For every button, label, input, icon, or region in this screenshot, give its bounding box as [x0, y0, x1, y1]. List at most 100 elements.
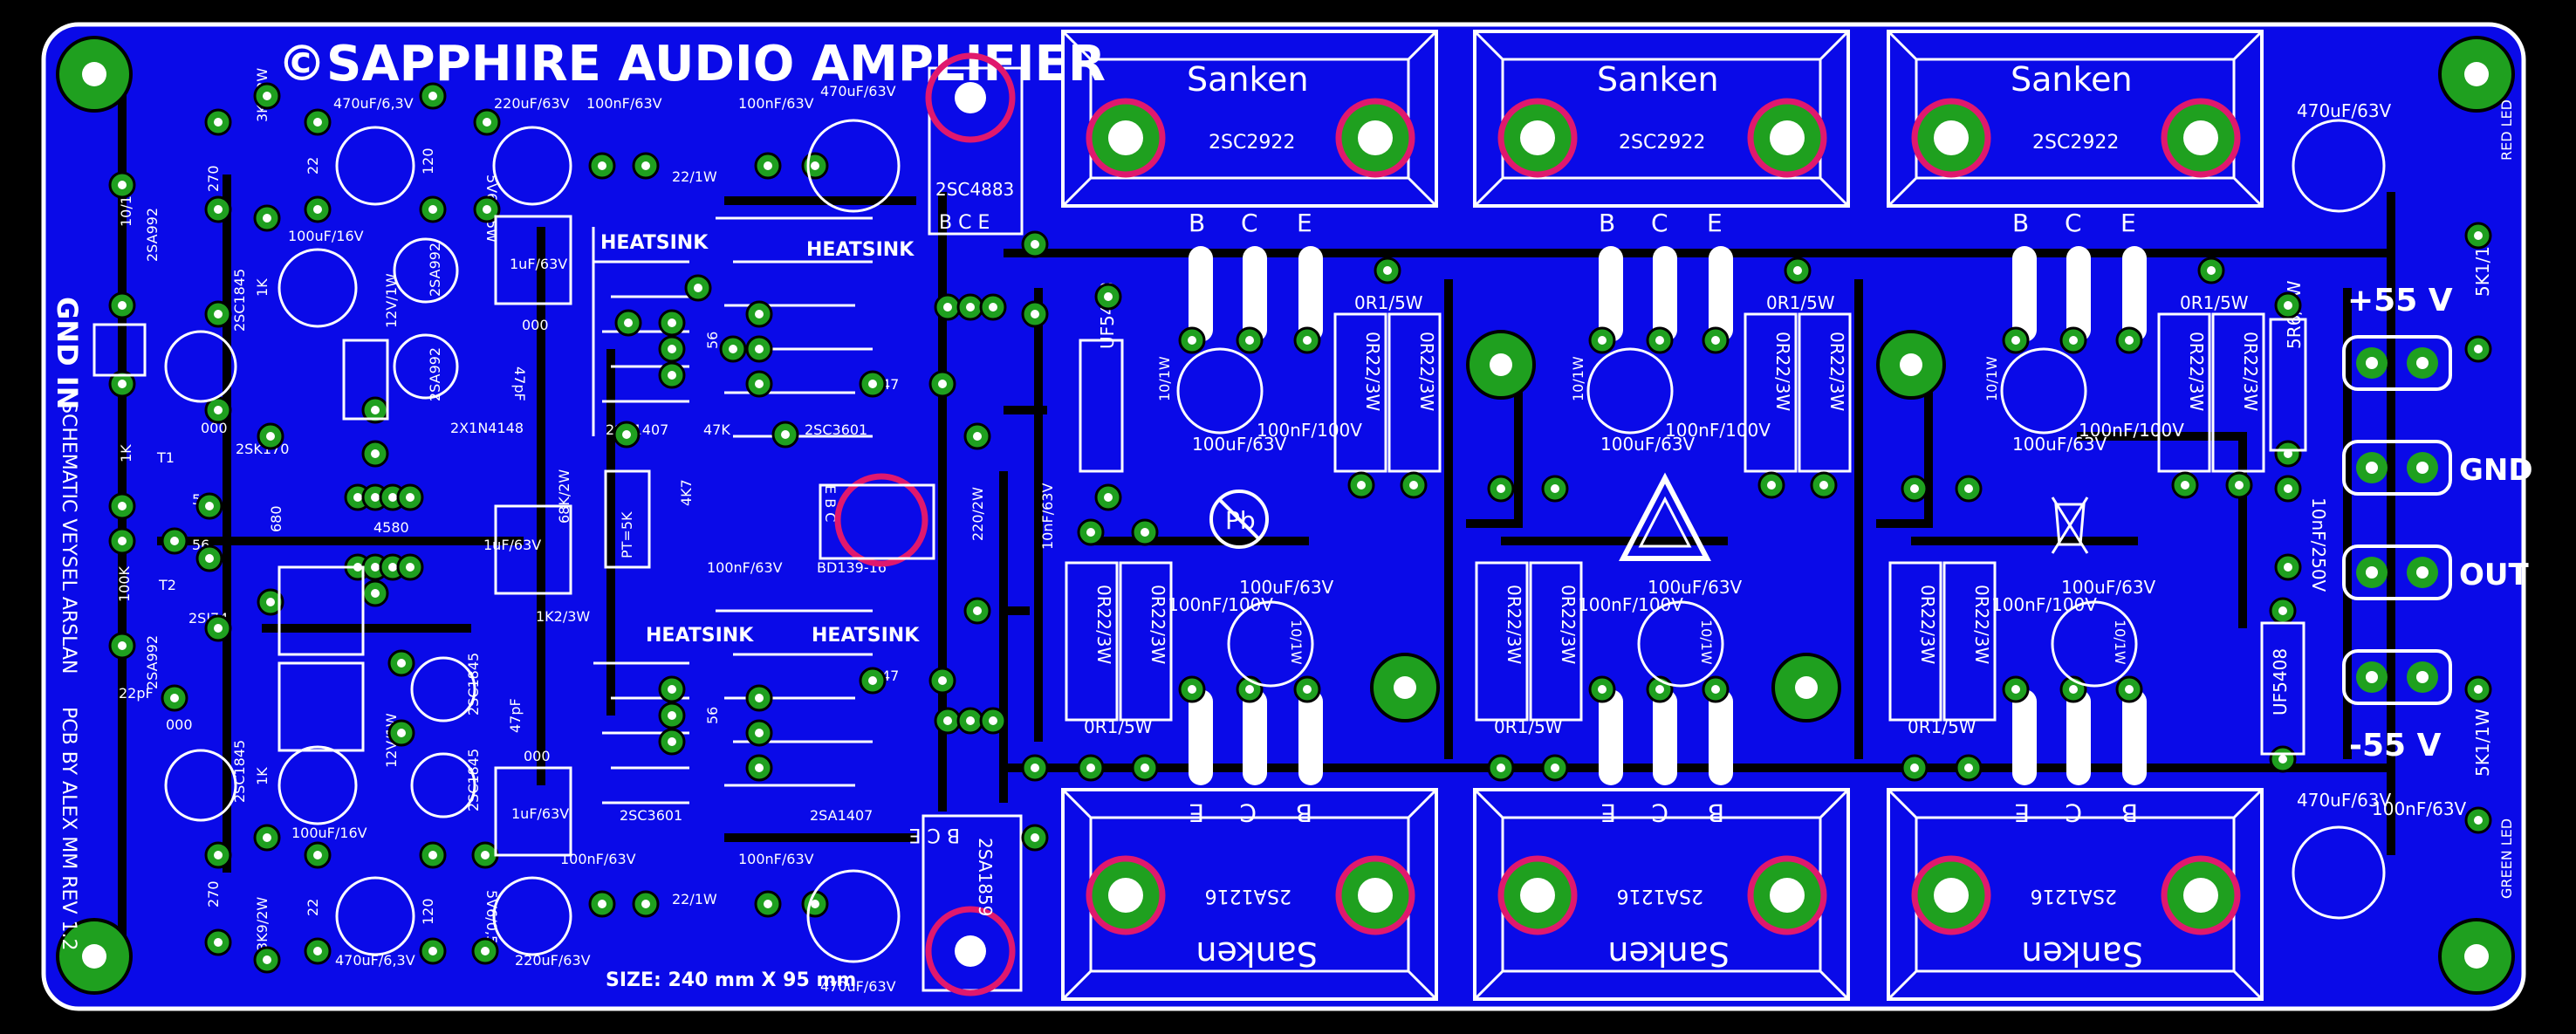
r-1k: 1K [118, 444, 134, 462]
transistor-part: 2SA1216 [1617, 885, 1703, 907]
pad-hole [624, 318, 633, 327]
pin-e: E [1707, 209, 1723, 237]
pad-hole [263, 214, 271, 223]
q-2sc3601: 2SC3601 [620, 807, 682, 824]
pad-hole [1031, 833, 1039, 842]
r-0r22: 0R22/3W [1772, 332, 1793, 412]
pin-b: B [1296, 798, 1312, 827]
pad-hole [811, 161, 819, 170]
pad-hole [214, 310, 223, 318]
r-22: 22 [305, 157, 321, 175]
pad-hole [214, 624, 223, 633]
pad-hole [966, 716, 975, 725]
pad-hole [1910, 764, 1919, 772]
pot-5k: PT=5K [619, 511, 635, 558]
r-270: 270 [205, 880, 222, 907]
pad-hole [1910, 484, 1919, 493]
pad-hole [1303, 336, 1312, 345]
pad-hole [1031, 240, 1039, 249]
c-100u63: 100uF/63V [2012, 434, 2107, 455]
pad-hole [214, 851, 223, 859]
pad-hole [371, 563, 380, 572]
pad-hole [668, 685, 676, 694]
pad-hole [598, 161, 606, 170]
pad-hole [868, 380, 877, 388]
r-000: 000 [166, 716, 193, 733]
power-transistor-top-1: Sanken 2SC2922 B C E [1061, 30, 1438, 237]
pad-hole [388, 563, 397, 572]
pad-hole [170, 694, 179, 702]
transistor-part: 2SC2922 [1209, 132, 1295, 154]
c-100u16: 100uF/16V [288, 228, 364, 244]
power-transistor-bottom-3: 2SA1216 Sanken E C B [1887, 788, 2264, 1001]
pad-hole [266, 598, 275, 606]
pad-hole [1964, 764, 1973, 772]
r-100k: 100K [116, 565, 133, 602]
r-22-1w: 22/1W [672, 891, 717, 907]
pad-hole [214, 205, 223, 214]
c-470u63: 470uF/63V [2297, 790, 2392, 811]
pad-hole [1031, 310, 1039, 318]
pad-hole [313, 205, 322, 214]
connector-minus55: -55 V [2349, 728, 2442, 764]
c-100u63: 100uF/63V [1648, 577, 1743, 598]
c-100u63: 100uF/63V [1600, 434, 1696, 455]
pad-hole [755, 380, 764, 388]
r-10-1w: 10/1W [1570, 356, 1586, 401]
heatsink-label: HEATSINK [806, 239, 915, 261]
transistor-brand: Sanken [2011, 60, 2133, 99]
pad-hole [2207, 266, 2216, 275]
transistor-part: 2SA1216 [1205, 885, 1291, 907]
c-10n250: 10nF/250V [2308, 497, 2329, 592]
pad-hole [1141, 764, 1149, 772]
r-10-1w: 10/1W [1983, 356, 2000, 401]
pin-b: B [1708, 798, 1724, 827]
pad-hole [1497, 484, 1505, 493]
pad-hole [1655, 336, 1664, 345]
pb-free-icon: Pb [1209, 490, 1269, 549]
connector-plus55: +55 V [2347, 283, 2453, 318]
pad-hole [2284, 484, 2292, 493]
pad-hole [481, 947, 490, 955]
z-12v: 12V/1W [383, 273, 400, 328]
r-5k1: 5K1/1W [2472, 709, 2493, 777]
pad-hole [483, 118, 491, 127]
pad-hole [1598, 336, 1607, 345]
heatsink-label: HEATSINK [600, 232, 709, 254]
connector-out: OUT [2459, 558, 2530, 592]
pad-hole [1551, 764, 1559, 772]
pad-hole [1655, 685, 1664, 694]
pad-hole [406, 563, 414, 572]
q-2sa1407: 2SA1407 [810, 807, 873, 824]
pad-hole [1767, 481, 1776, 490]
c-10n63: 10nF/63V [1039, 483, 1056, 550]
pad-hole [2284, 563, 2292, 572]
pad-hole [868, 676, 877, 685]
pad-hole [755, 345, 764, 353]
c-220u63: 220uF/63V [494, 95, 570, 112]
r-0r22: 0R22/3W [1148, 585, 1168, 665]
driver-top: 2SC4883 B C E [925, 52, 1024, 236]
pad-hole [205, 502, 214, 510]
driver-bottom-pins: B C E [909, 824, 960, 846]
schematic-credit: SCHEMATIC VEYSEL ARSLAN [58, 401, 79, 674]
c-100u63: 100uF/63V [1239, 577, 1334, 598]
r-47: 47 [881, 376, 899, 393]
r-0r1: 0R1/5W [1908, 716, 1977, 737]
pad-hole [214, 118, 223, 127]
pad-hole [973, 432, 982, 441]
c-100n63: 100nF/63V [586, 95, 662, 112]
pad-hole [2125, 336, 2134, 345]
pad-hole [406, 493, 414, 502]
pin-c: C [2065, 209, 2082, 237]
pad-hole [1086, 764, 1095, 772]
pad-hole [989, 716, 997, 725]
pad-hole [755, 764, 764, 772]
pad-hole [1104, 292, 1113, 301]
r-0r22: 0R22/3W [1362, 332, 1383, 412]
r-4k7: 4K7 [678, 479, 695, 506]
pin-c: C [1651, 798, 1668, 827]
pad-hole [764, 900, 772, 908]
pad-hole [428, 205, 437, 214]
